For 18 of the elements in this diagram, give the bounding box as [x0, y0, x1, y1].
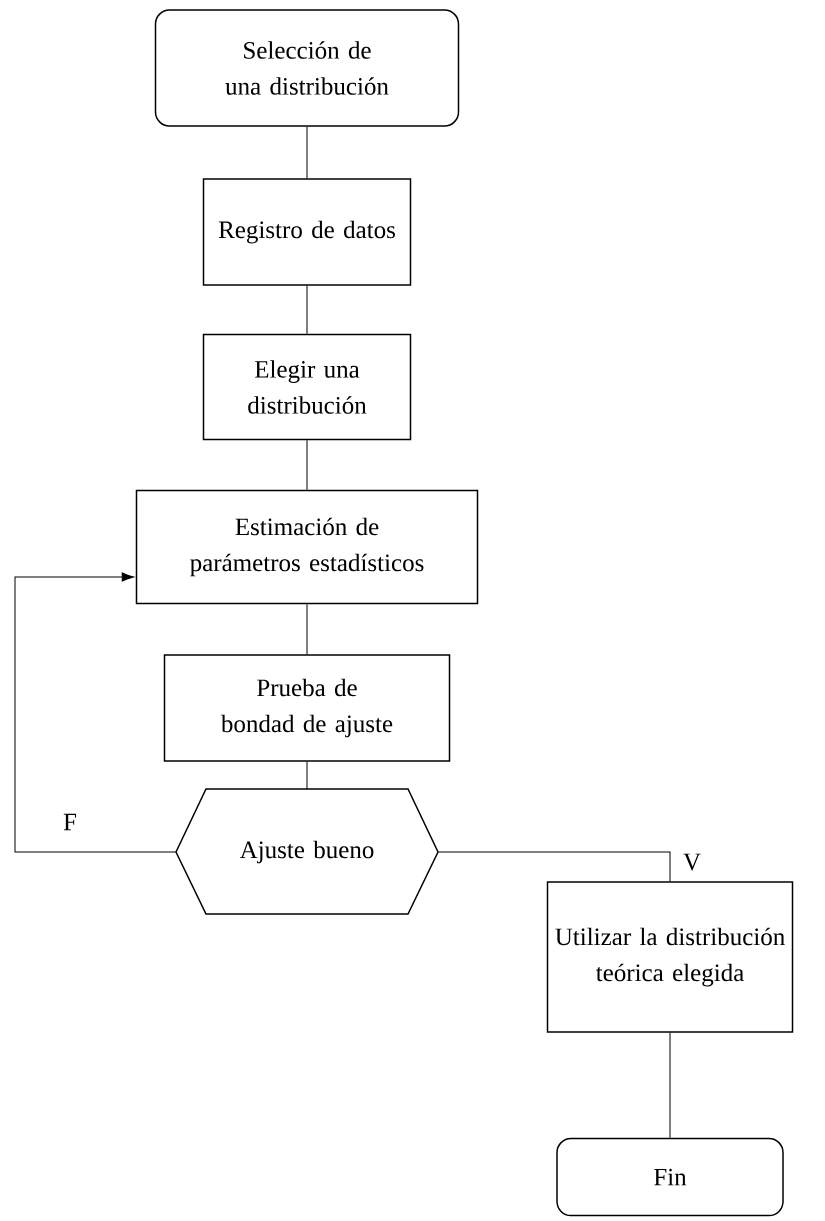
edge-label: V — [681, 851, 704, 873]
end-box: Fin — [556, 1137, 784, 1217]
process-box: Registro de datos — [202, 178, 412, 286]
process-box: Utilizar la distribución teórica elegida — [546, 881, 794, 1033]
connector — [669, 1032, 671, 1139]
connector — [306, 285, 308, 335]
process-box: Prueba de bondad de ajuste — [163, 654, 451, 762]
connector — [306, 603, 308, 655]
edge-label: F — [61, 811, 79, 833]
process-box: Elegir una distribución — [202, 333, 412, 441]
connector — [14, 572, 177, 853]
process-box: Estimación de parámetros estadísticos — [135, 489, 479, 605]
start-box: Selección de una distribución — [154, 9, 460, 127]
connector — [306, 761, 308, 790]
decision-hexagon: Ajuste bueno — [175, 788, 439, 915]
connector — [437, 851, 671, 882]
connector — [306, 126, 308, 179]
connector — [306, 439, 308, 491]
